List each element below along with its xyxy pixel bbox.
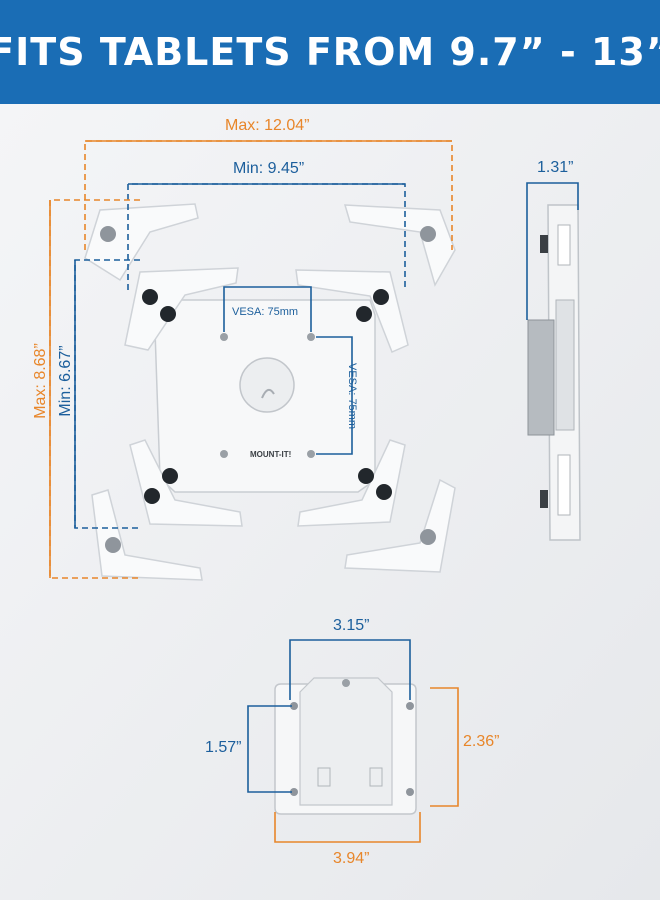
tablet-mount-side bbox=[527, 204, 581, 541]
min-height-label: Min: 6.67” bbox=[57, 345, 74, 417]
min-width-label: Min: 9.45” bbox=[233, 160, 305, 177]
max-width-label: Max: 12.04” bbox=[225, 117, 310, 134]
side-dimension-lines bbox=[526, 182, 579, 320]
vesa-vertical-label: VESA: 75mm bbox=[346, 362, 358, 430]
bracket-left-height-label: 1.57” bbox=[205, 739, 242, 756]
bracket-bottom-width-label: 3.94” bbox=[333, 850, 370, 867]
brand-logo: MOUNT-IT! bbox=[250, 450, 292, 459]
tablet-mount-front bbox=[84, 203, 456, 581]
bracket-right-height-label: 2.36” bbox=[463, 733, 500, 750]
title-banner: FITS TABLETS FROM 9.7” - 13” bbox=[0, 0, 660, 104]
max-height-label: Max: 8.68” bbox=[32, 343, 49, 419]
bracket-dimension-lines bbox=[247, 639, 459, 843]
front-dimension-lines bbox=[49, 140, 453, 579]
bracket-top-width-label: 3.15” bbox=[333, 617, 370, 634]
vesa-horizontal-label: VESA: 75mm bbox=[232, 306, 299, 318]
wall-bracket bbox=[274, 677, 417, 815]
banner-title: FITS TABLETS FROM 9.7” - 13” bbox=[0, 30, 660, 74]
depth-label: 1.31” bbox=[537, 159, 574, 176]
